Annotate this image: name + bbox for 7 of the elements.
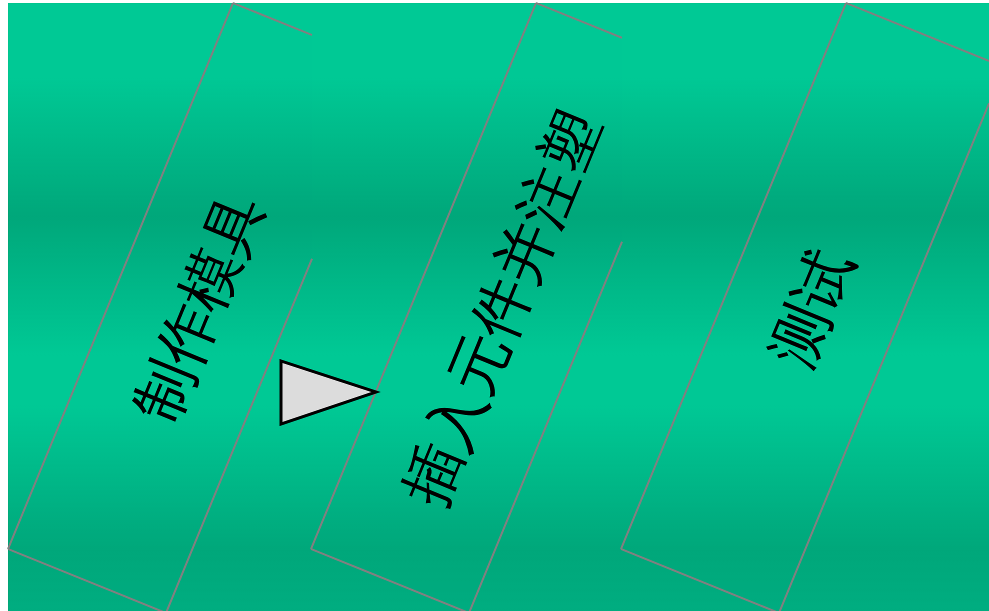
step-label: 插入元件并注塑 bbox=[390, 100, 615, 516]
process-box bbox=[620, 2, 989, 611]
process-box bbox=[310, 2, 623, 611]
step-label: 测试 bbox=[757, 239, 868, 377]
process-box bbox=[7, 2, 313, 611]
step-label: 制作模具 bbox=[121, 184, 278, 432]
arrow bbox=[280, 358, 381, 426]
